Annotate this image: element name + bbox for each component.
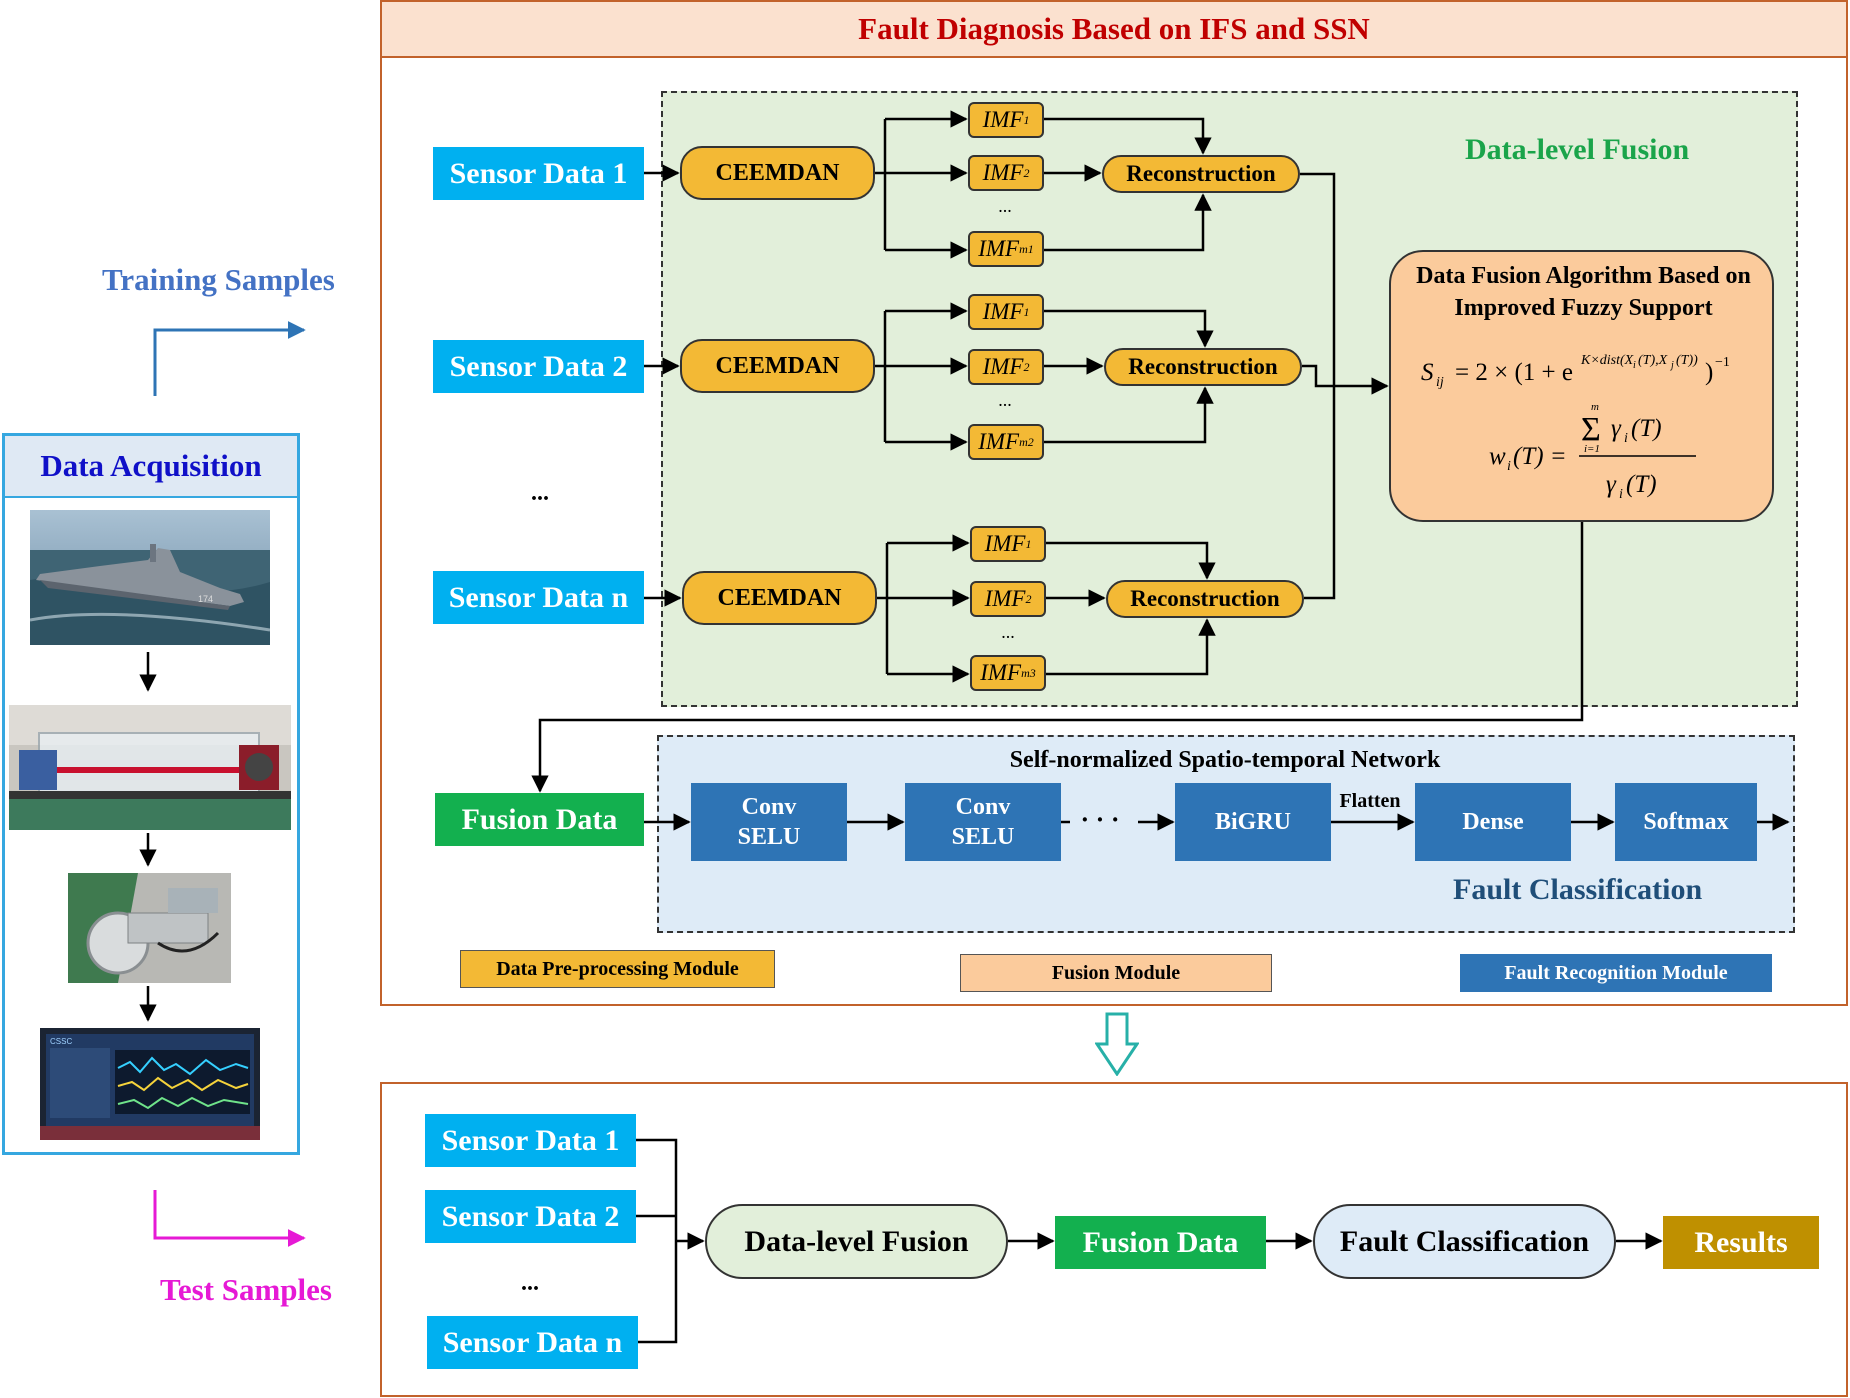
sensor-data-2: Sensor Data 2 bbox=[433, 340, 644, 393]
sensor-ellipsis: ... bbox=[531, 479, 549, 506]
fusion-algorithm-title-line2: Improved Fuzzy Support bbox=[1454, 295, 1713, 321]
svg-text:ij: ij bbox=[1436, 375, 1444, 390]
bottom-fault-classification: Fault Classification bbox=[1313, 1204, 1616, 1279]
test-samples-label: Test Samples bbox=[160, 1272, 332, 1307]
ship-photo: 174 bbox=[30, 510, 270, 645]
svg-text:): ) bbox=[1705, 359, 1713, 386]
legend-preprocessing: Data Pre-processing Module bbox=[460, 950, 775, 988]
bottom-sensor-ellipsis: ... bbox=[521, 1269, 539, 1296]
bottom-fusion-data: Fusion Data bbox=[1055, 1216, 1266, 1269]
fusion-algorithm-box: Data Fusion Algorithm Based on Improved … bbox=[1389, 250, 1774, 522]
fault-classification-title: Fault Classification bbox=[1453, 873, 1703, 906]
softmax-block: Softmax bbox=[1615, 783, 1757, 861]
bottom-data-level-fusion: Data-level Fusion bbox=[705, 1204, 1008, 1279]
sensor-data-1: Sensor Data 1 bbox=[433, 147, 644, 200]
svg-text:(T) =: (T) = bbox=[1513, 443, 1567, 470]
fault-diagnosis-title: Fault Diagnosis Based on IFS and SSN bbox=[382, 2, 1846, 58]
selu-label-2: SELU bbox=[951, 824, 1015, 850]
bottom-sensor-data-1: Sensor Data 1 bbox=[425, 1114, 636, 1167]
fusion-algorithm-title: Data Fusion Algorithm Based on Improved … bbox=[1391, 260, 1776, 324]
training-samples-label: Training Samples bbox=[102, 262, 335, 297]
svg-text:(T),X: (T),X bbox=[1638, 353, 1668, 368]
test-rig-photo bbox=[9, 705, 291, 830]
fusion-data-main: Fusion Data bbox=[435, 793, 644, 846]
svg-text:Σ: Σ bbox=[1581, 411, 1601, 448]
svg-text:K×dist(X: K×dist(X bbox=[1580, 353, 1634, 368]
reconstruction-2: Reconstruction bbox=[1104, 348, 1302, 386]
fusion-algorithm-title-line1: Data Fusion Algorithm Based on bbox=[1416, 263, 1751, 289]
svg-text:(T)): (T)) bbox=[1676, 353, 1698, 368]
svg-text:i: i bbox=[1624, 431, 1628, 446]
ceemdan-2: CEEMDAN bbox=[680, 339, 875, 393]
bottom-sensor-data-2: Sensor Data 2 bbox=[425, 1190, 636, 1243]
down-arrow-icon bbox=[1095, 1012, 1139, 1076]
conv-selu-block-1: Conv SELU bbox=[691, 783, 847, 861]
svg-text:i: i bbox=[1619, 487, 1623, 502]
legend-fusion: Fusion Module bbox=[960, 954, 1272, 992]
svg-text:m: m bbox=[1591, 401, 1599, 413]
weight-formula: w i (T) = m Σ i=1 γ i (T) γ i (T) bbox=[1489, 401, 1696, 502]
results-box: Results bbox=[1663, 1216, 1819, 1269]
reconstruction-n: Reconstruction bbox=[1106, 580, 1304, 618]
network-dots: · · · bbox=[1080, 805, 1120, 834]
fuzzy-support-formula: S ij = 2 × (1 + e K×dist(X i (T),X j (T)… bbox=[1421, 353, 1730, 390]
bigru-block: BiGRU bbox=[1175, 783, 1331, 861]
bottom-sensor-data-n: Sensor Data n bbox=[427, 1316, 638, 1369]
svg-text:S: S bbox=[1421, 359, 1434, 386]
selu-label-1: SELU bbox=[737, 824, 801, 850]
svg-text:γ: γ bbox=[1611, 415, 1622, 442]
imf-n-ellipsis: ... bbox=[1001, 621, 1015, 642]
svg-text:γ: γ bbox=[1606, 471, 1617, 498]
svg-text:i: i bbox=[1507, 459, 1511, 474]
imf-2-ellipsis: ... bbox=[998, 389, 1012, 410]
svg-text:i=1: i=1 bbox=[1584, 443, 1600, 455]
ceemdan-1: CEEMDAN bbox=[680, 146, 875, 200]
svg-text:−1: −1 bbox=[1715, 355, 1730, 370]
conv-selu-block-2: Conv SELU bbox=[905, 783, 1061, 861]
sensor-data-n: Sensor Data n bbox=[433, 571, 644, 624]
data-level-fusion-title: Data-level Fusion bbox=[1465, 133, 1690, 166]
conv-label-2: Conv bbox=[955, 794, 1011, 820]
flatten-label: Flatten bbox=[1339, 789, 1401, 812]
sensor-closeup-photo bbox=[68, 873, 231, 983]
svg-text:= 2 × (1 + e: = 2 × (1 + e bbox=[1455, 359, 1573, 386]
svg-text:w: w bbox=[1489, 443, 1506, 470]
svg-text:(T): (T) bbox=[1631, 415, 1662, 442]
conv-label-1: Conv bbox=[741, 794, 797, 820]
network-title: Self-normalized Spatio-temporal Network bbox=[1009, 746, 1441, 773]
monitor-software-photo: CSSC bbox=[40, 1028, 260, 1140]
svg-text:CSSC: CSSC bbox=[50, 1037, 72, 1046]
legend-recognition: Fault Recognition Module bbox=[1460, 954, 1772, 992]
imf-1-ellipsis: ... bbox=[998, 195, 1012, 216]
svg-text:i: i bbox=[1633, 360, 1636, 371]
dense-block: Dense bbox=[1415, 783, 1571, 861]
reconstruction-1: Reconstruction bbox=[1102, 155, 1300, 193]
svg-text:(T): (T) bbox=[1626, 471, 1657, 498]
data-acquisition-title: Data Acquisition bbox=[5, 436, 297, 498]
ceemdan-n: CEEMDAN bbox=[682, 571, 877, 625]
svg-text:174: 174 bbox=[198, 594, 213, 604]
svg-text:j: j bbox=[1669, 360, 1674, 371]
